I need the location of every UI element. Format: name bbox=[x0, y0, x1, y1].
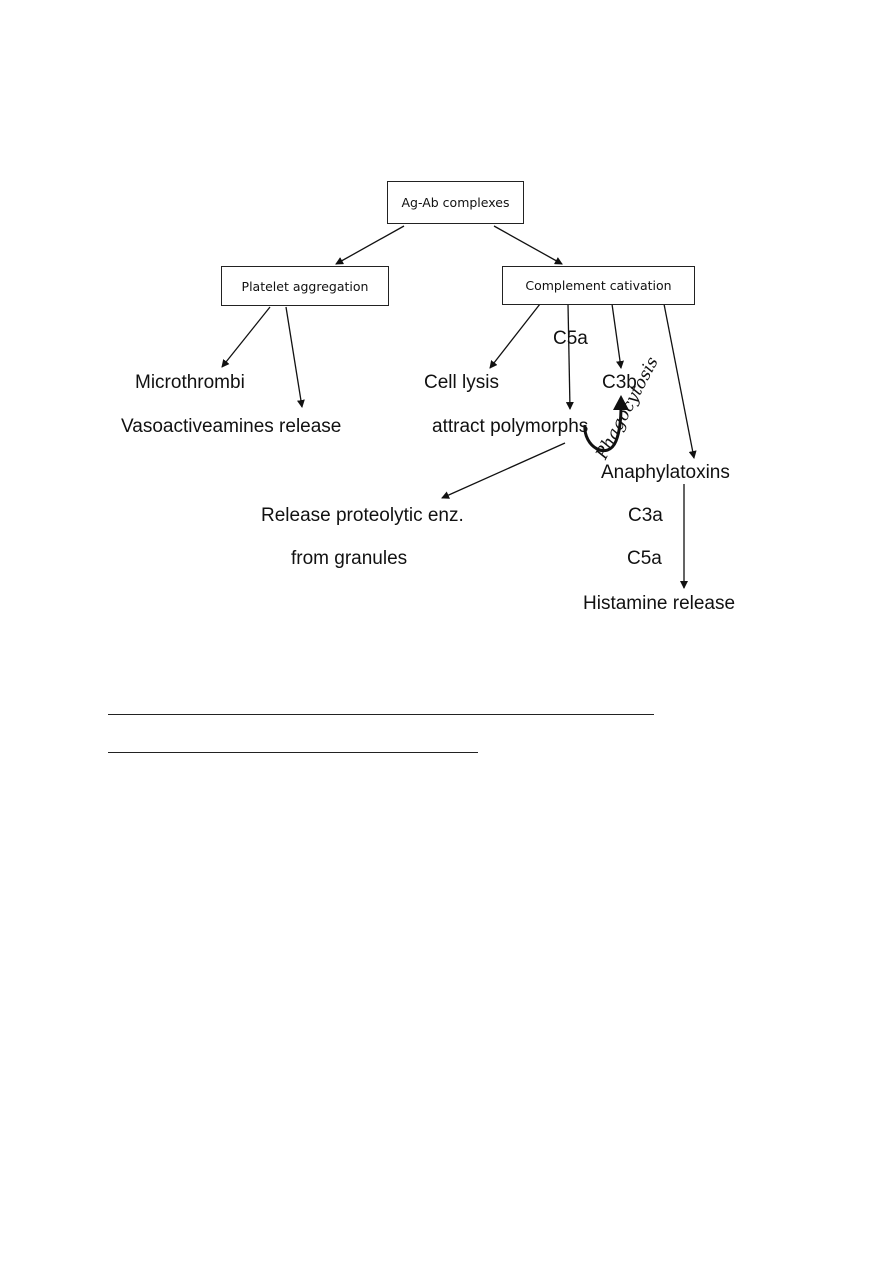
underline-rule-2 bbox=[108, 752, 478, 753]
node-ag-ab-complexes: Ag-Ab complexes bbox=[387, 181, 524, 224]
node-ag-ab-complexes-label: Ag-Ab complexes bbox=[401, 195, 510, 210]
label-attract-polymorphs: attract polymorphs bbox=[432, 416, 589, 437]
curved-arrow-phagocytosis bbox=[583, 405, 623, 453]
label-c3b: C3b bbox=[602, 372, 637, 393]
label-from-granules: from granules bbox=[291, 548, 408, 569]
arrow-complement-to-cell-lysis bbox=[489, 303, 541, 369]
label-microthrombi: Microthrombi bbox=[135, 372, 245, 393]
arrow-root-to-platelet bbox=[335, 225, 405, 265]
arrow-complement-to-anaphylatoxins bbox=[663, 303, 697, 459]
node-complement-activation: Complement cativation bbox=[502, 266, 695, 305]
node-complement-activation-label: Complement cativation bbox=[525, 278, 672, 293]
arrow-platelet-to-microthrombi bbox=[221, 306, 271, 368]
arrow-root-to-complement bbox=[493, 225, 563, 265]
label-anaphylatoxins: Anaphylatoxins bbox=[601, 462, 730, 483]
label-c5a-top: C5a bbox=[553, 328, 588, 349]
curved-arrow-head bbox=[613, 395, 629, 410]
underline-rule-1 bbox=[108, 714, 654, 715]
label-vasoactive-amines: Vasoactiveamines release bbox=[121, 416, 342, 437]
label-release-proteolytic: Release proteolytic enz. bbox=[261, 505, 464, 526]
node-platelet-aggregation: Platelet aggregation bbox=[221, 266, 389, 306]
label-c5a-bottom: C5a bbox=[627, 548, 662, 569]
node-platelet-aggregation-label: Platelet aggregation bbox=[241, 278, 369, 294]
label-cell-lysis: Cell lysis bbox=[424, 372, 499, 393]
arrow-complement-to-c3b bbox=[611, 303, 624, 369]
arrow-platelet-to-vasoactive bbox=[285, 306, 305, 408]
arrow-attract-to-release bbox=[441, 442, 566, 499]
label-histamine-release: Histamine release bbox=[583, 593, 736, 614]
arrow-complement-to-attract bbox=[565, 303, 574, 410]
label-c3a: C3a bbox=[628, 505, 663, 526]
